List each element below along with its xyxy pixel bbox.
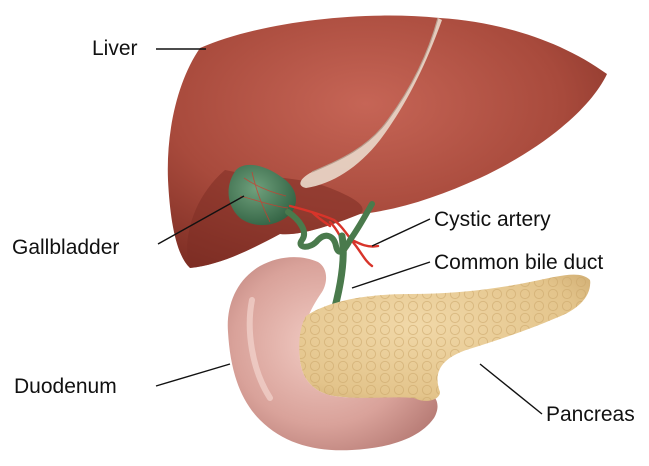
label-gallbladder: Gallbladder xyxy=(12,237,119,258)
label-common-bile-duct: Common bile duct xyxy=(434,252,603,273)
label-liver: Liver xyxy=(92,38,138,59)
pancreas xyxy=(299,275,590,401)
label-duodenum: Duodenum xyxy=(14,376,117,397)
leader-line-pancreas xyxy=(480,364,542,414)
leader-line-duodenum xyxy=(156,364,230,386)
label-pancreas: Pancreas xyxy=(546,404,635,425)
leader-line-cystic-artery xyxy=(372,219,430,246)
leader-line-common-bile-duct xyxy=(352,262,430,288)
label-cystic-artery: Cystic artery xyxy=(434,209,551,230)
